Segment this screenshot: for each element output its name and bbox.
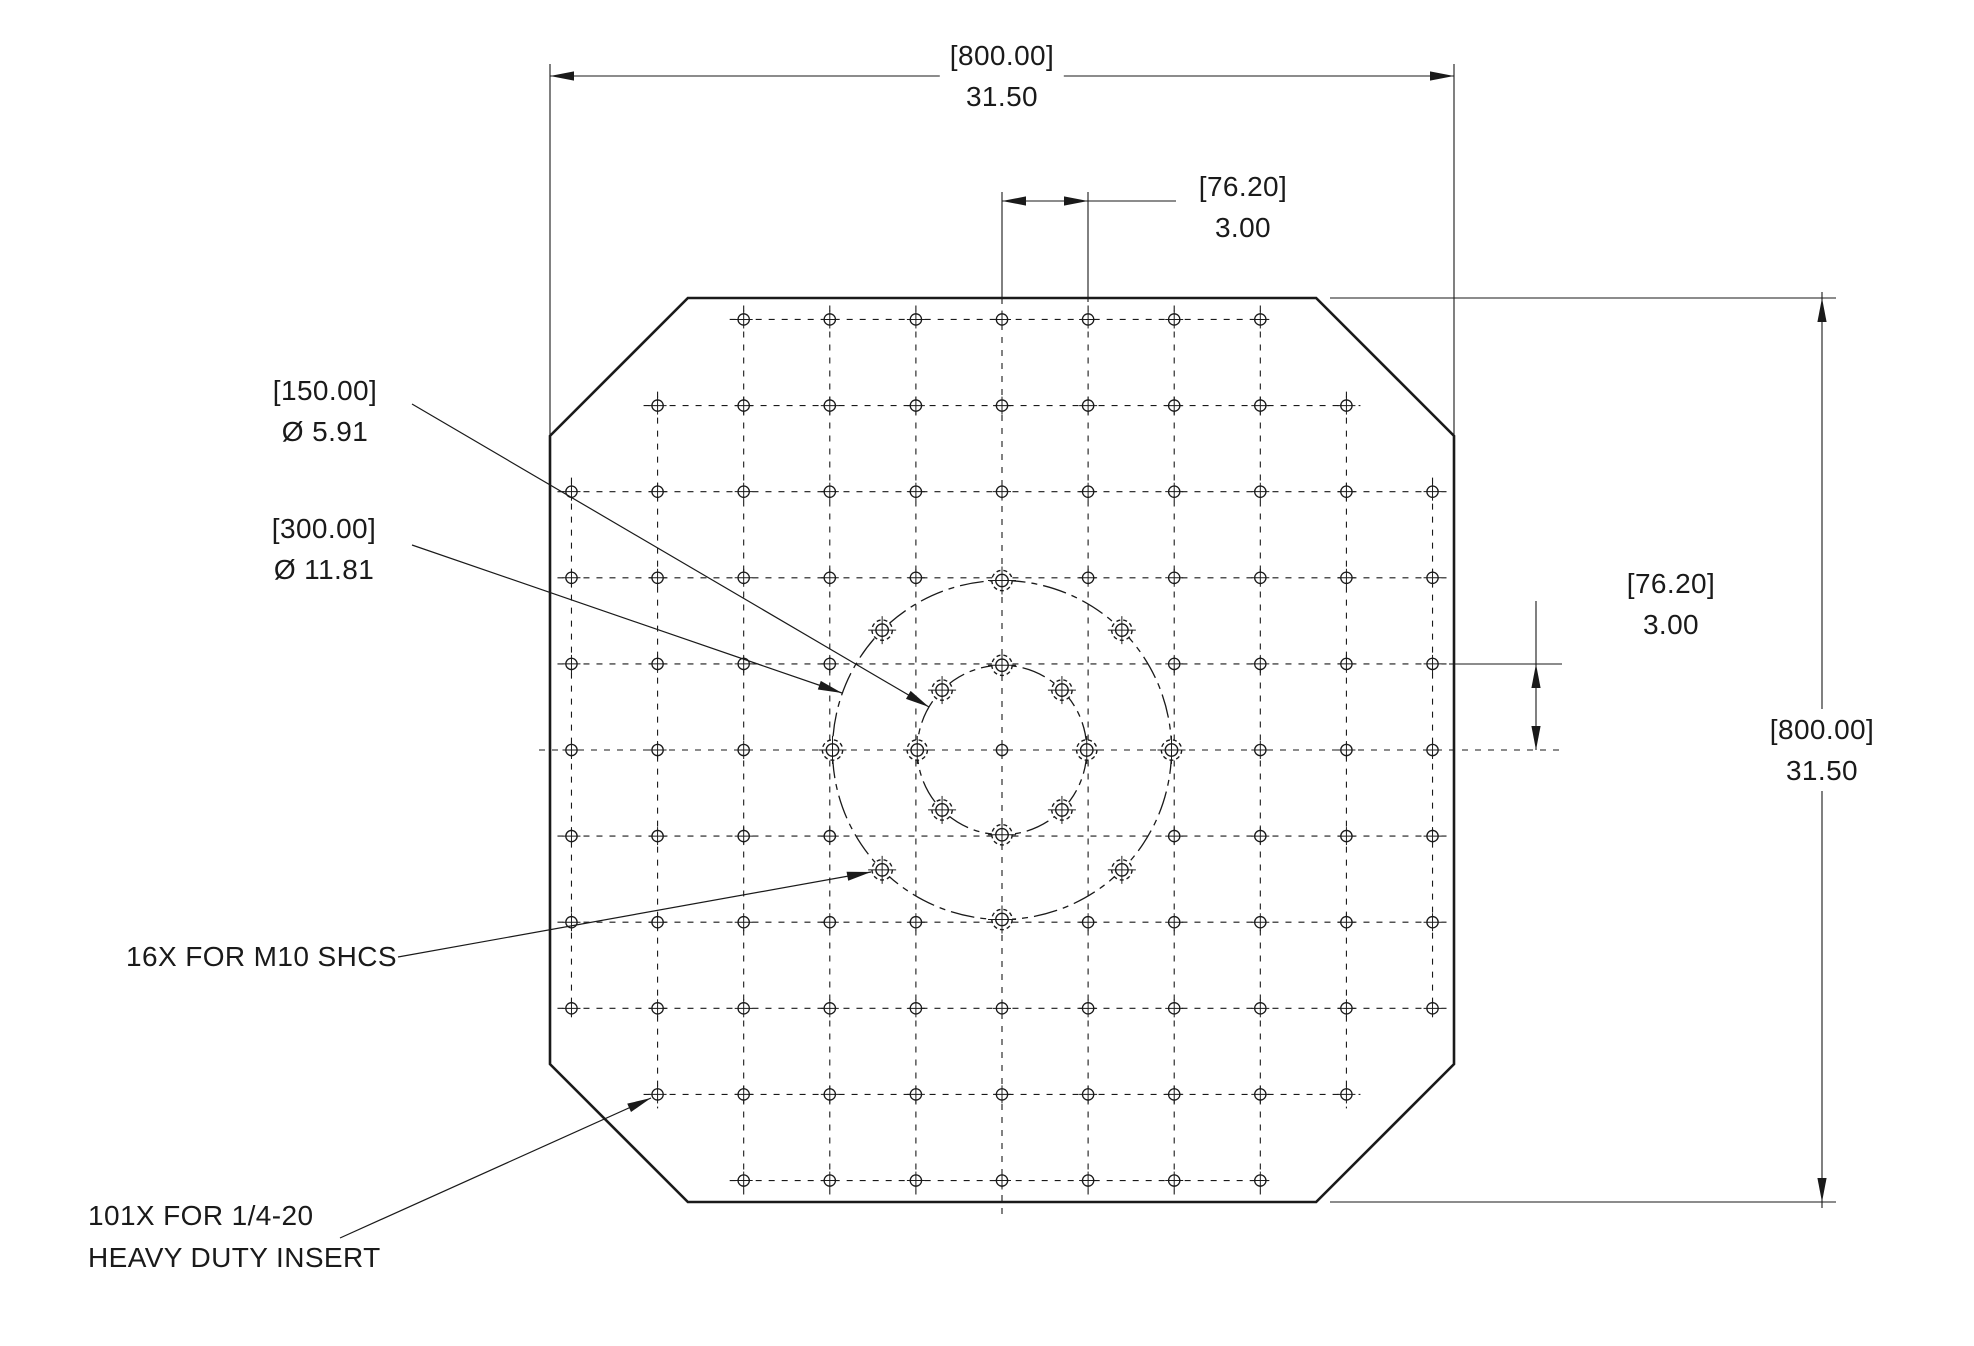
dim-arrow	[1817, 1178, 1827, 1202]
callout-m10-holes: 16X FOR M10 SHCS	[126, 941, 397, 972]
leader-bolt-circle-150	[411, 403, 930, 708]
callout-bolt-circle-outer: [300.00] Ø 11.81	[272, 508, 376, 590]
dim-overall-width-inch: 31.50	[965, 81, 1039, 112]
plate-outline	[548, 296, 1456, 1204]
dim-arrow	[1531, 664, 1541, 688]
bolt-circle-inner-inch: Ø 5.91	[281, 416, 369, 447]
dim-overall-height: [800.00] 31.50	[1759, 709, 1885, 791]
dim-overall-width: [800.00] 31.50	[939, 35, 1065, 117]
leader-bolt-circle-150-arrowhead	[905, 690, 929, 707]
bolt-circle-inner-metric: [150.00]	[272, 375, 378, 406]
bolt-circle-outer-metric: [300.00]	[271, 513, 377, 544]
dim-overall-height-metric: [800.00]	[1769, 714, 1875, 745]
dim-arrow	[550, 71, 574, 81]
leader-bolt-circle-300	[411, 544, 843, 694]
dim-arrow	[1064, 196, 1088, 206]
callout-insert-line2: HEAVY DUTY INSERT	[88, 1242, 381, 1273]
leader-m10-callout	[397, 871, 872, 958]
dim-hole-pitch-right-metric: [76.20]	[1626, 568, 1716, 599]
dim-arrow	[1817, 298, 1827, 322]
dim-hole-pitch-top: [76.20] 3.00	[1199, 166, 1287, 248]
dim-hole-pitch-top-metric: [76.20]	[1198, 171, 1288, 202]
callout-insert-line1: 101X FOR 1/4-20	[88, 1200, 314, 1231]
leader-m10-callout-arrowhead	[846, 871, 871, 881]
leader-insert-callout	[339, 1097, 652, 1239]
dim-hole-pitch-right: [76.20] 3.00	[1627, 563, 1715, 645]
callout-insert-holes: 101X FOR 1/4-20 HEAVY DUTY INSERT	[88, 1195, 381, 1279]
dim-overall-height-inch: 31.50	[1785, 755, 1859, 786]
callout-bolt-circle-inner: [150.00] Ø 5.91	[273, 370, 377, 452]
dim-overall-width-metric: [800.00]	[949, 40, 1055, 71]
dim-hole-pitch-right-inch: 3.00	[1642, 609, 1700, 640]
dim-arrow	[1002, 196, 1026, 206]
leader-insert-callout-arrowhead	[627, 1098, 651, 1113]
bolt-circle-outer-inch: Ø 11.81	[273, 554, 375, 585]
dim-arrow	[1430, 71, 1454, 81]
dim-arrow	[1531, 726, 1541, 750]
leader-bolt-circle-300-arrowhead	[817, 680, 842, 693]
dim-hole-pitch-top-inch: 3.00	[1214, 212, 1272, 243]
